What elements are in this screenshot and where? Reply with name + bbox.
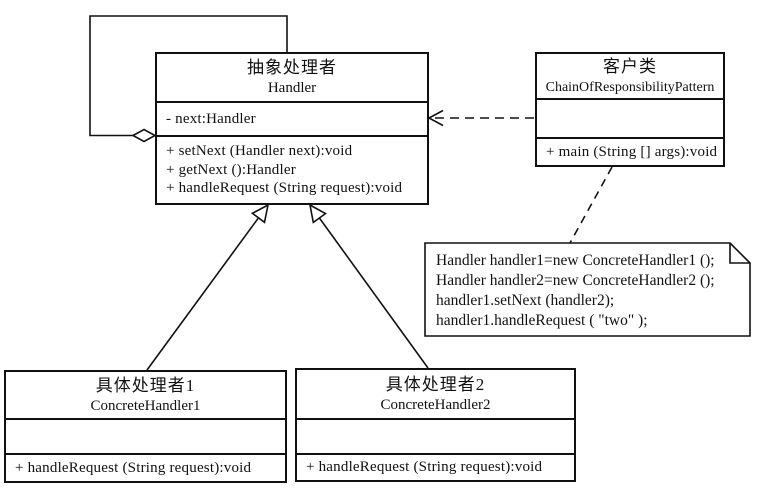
class-client: 客户类 ChainOfResponsibilityPattern + main …: [535, 52, 725, 167]
attributes-compartment: [297, 420, 574, 455]
class-name-en: ConcreteHandler2: [380, 396, 491, 413]
method-line: + handleRequest (String request):void: [166, 180, 403, 197]
code-line: handler1.setNext (handler2);: [436, 292, 615, 309]
class-concrete-handler-2: 具体处理者2 ConcreteHandler2 + handleRequest …: [295, 368, 576, 482]
dependency-open-arrowhead-icon: [427, 109, 444, 127]
class-name-en: Handler: [267, 80, 317, 96]
code-note: Handler handler1=new ConcreteHandler1 ()…: [425, 243, 750, 336]
generalization-triangle-1-icon: [250, 203, 270, 224]
class-name-cn: 抽象处理者: [247, 58, 337, 77]
aggregation-diamond-icon: [131, 128, 157, 143]
attributes-compartment: [537, 100, 723, 139]
class-name-en: ChainOfResponsibilityPattern: [545, 79, 715, 95]
class-title-compartment: 客户类 ChainOfResponsibilityPattern: [537, 54, 723, 100]
class-title-compartment: 具体处理者1 ConcreteHandler1: [6, 372, 285, 420]
class-name-en: ConcreteHandler1: [90, 397, 201, 414]
methods-compartment: + main (String [] args):void: [537, 139, 723, 165]
note-fold-icon: [729, 243, 750, 264]
generalization-line-1: [146, 217, 260, 371]
method-line: + main (String [] args):void: [546, 143, 718, 160]
attribute-line: - next:Handler: [166, 110, 256, 127]
self-association-line: [89, 15, 288, 137]
class-name-cn: 客户类: [603, 56, 657, 76]
method-line: + getNext ():Handler: [166, 161, 296, 178]
methods-compartment: + setNext (Handler next):void + getNext …: [157, 137, 427, 203]
class-abstract-handler: 抽象处理者 Handler - next:Handler + setNext (…: [155, 52, 429, 205]
attributes-compartment: [6, 420, 285, 455]
class-name-cn: 具体处理者1: [95, 375, 196, 395]
method-line: + setNext (Handler next):void: [166, 143, 353, 160]
code-line: handler1.handleRequest ( "two" );: [436, 312, 648, 329]
note-shape: [424, 242, 751, 337]
attributes-compartment: - next:Handler: [157, 103, 427, 137]
code-line: Handler handler2=new ConcreteHandler2 ()…: [436, 272, 715, 289]
class-name-cn: 具体处理者2: [385, 374, 486, 394]
note-anchor-dashed-line: [569, 166, 613, 244]
generalization-triangle-2-icon: [308, 203, 327, 224]
method-line: + handleRequest (String request):void: [306, 459, 543, 476]
methods-compartment: + handleRequest (String request):void: [297, 455, 574, 480]
class-title-compartment: 抽象处理者 Handler: [157, 54, 427, 103]
methods-compartment: + handleRequest (String request):void: [6, 455, 285, 481]
code-line: Handler handler1=new ConcreteHandler1 ()…: [436, 252, 715, 269]
generalization-line-2: [318, 217, 429, 369]
class-title-compartment: 具体处理者2 ConcreteHandler2: [297, 370, 574, 420]
class-concrete-handler-1: 具体处理者1 ConcreteHandler1 + handleRequest …: [4, 370, 287, 483]
method-line: + handleRequest (String request):void: [15, 459, 252, 476]
